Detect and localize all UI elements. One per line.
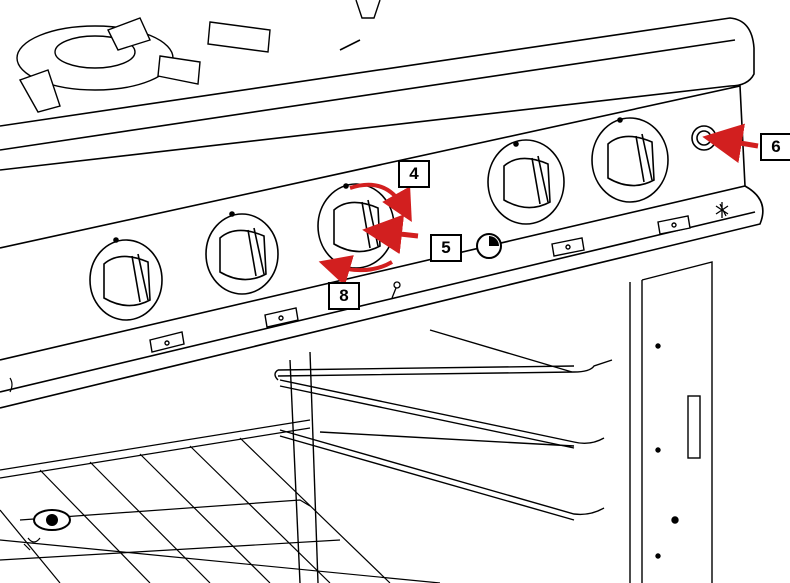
cooktop-grate <box>16 0 381 113</box>
push-arrow <box>362 214 419 255</box>
oven-rack-upper <box>274 329 613 381</box>
knob-5[interactable] <box>591 117 669 203</box>
thermostat-probe-icon <box>391 281 401 299</box>
oven-rack-middle <box>279 379 605 449</box>
ignition-button[interactable] <box>691 125 717 151</box>
ignition-arrow <box>702 123 759 164</box>
callout-5: 5 <box>430 234 462 262</box>
star-icon <box>715 202 729 218</box>
oven-rack-lower <box>279 429 605 521</box>
oven-cavity <box>289 261 713 583</box>
knob-4[interactable] <box>487 139 565 225</box>
flame-symbol-icon <box>9 377 13 393</box>
knob-1[interactable] <box>89 237 163 321</box>
timer-icon <box>476 233 502 259</box>
rotation-arrow-up <box>349 182 412 222</box>
knob-oven-thermostat[interactable] <box>317 183 395 269</box>
callout-8: 8 <box>328 282 360 310</box>
callout-4: 4 <box>398 160 430 188</box>
knob-2[interactable] <box>205 211 279 295</box>
burner-indicator-symbols <box>149 215 691 353</box>
cooktop-frame <box>0 17 755 171</box>
oven-shelf-grid <box>0 419 441 583</box>
rotation-arrow-down <box>318 255 394 286</box>
eye-icon <box>33 509 71 531</box>
callout-6: 6 <box>760 133 790 161</box>
light-symbol-icon <box>23 537 41 551</box>
